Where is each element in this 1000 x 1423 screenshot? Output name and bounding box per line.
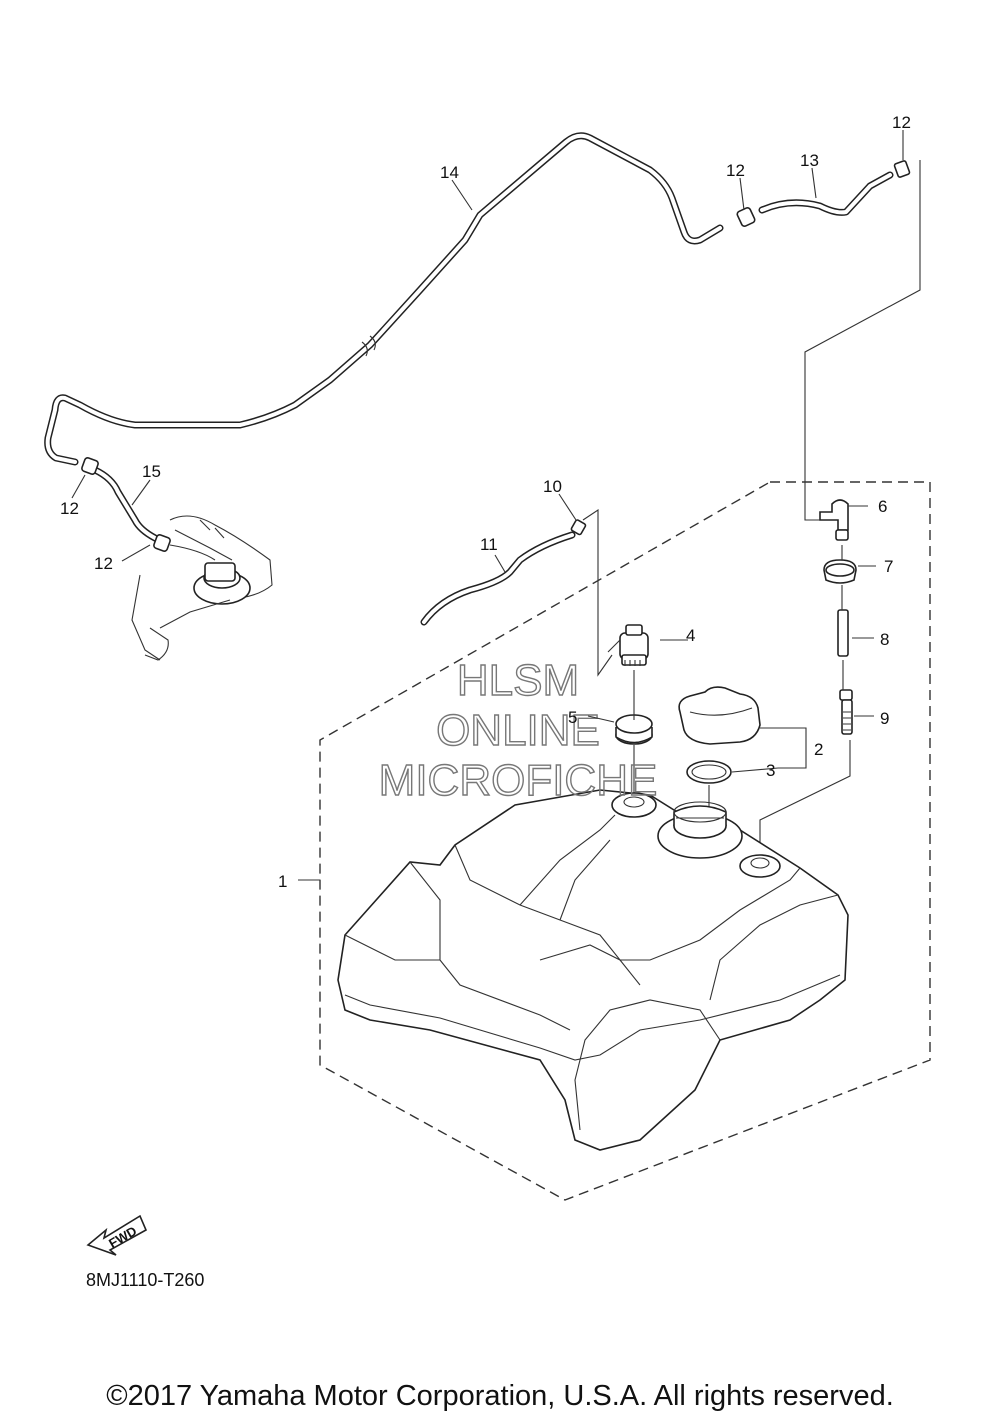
watermark: HLSM ONLINE MICROFICHE: [378, 655, 658, 805]
callout-4: 4: [686, 626, 695, 645]
gasket-3: [686, 760, 732, 784]
drawing-code: 8MJ1110-T260: [86, 1270, 205, 1290]
callout-12-left-upper: 12: [60, 499, 79, 518]
callout-12-top-right: 12: [892, 113, 911, 132]
fwd-arrow-icon: FWD: [86, 1214, 148, 1256]
callout-12-center: 12: [726, 161, 745, 180]
grommet-7: [823, 559, 857, 584]
watermark-line3: MICROFICHE: [379, 756, 658, 805]
vent-hose-13: [758, 171, 894, 216]
callout-7: 7: [884, 557, 893, 576]
callout-5: 5: [568, 708, 577, 727]
watermark-line1: HLSM: [457, 656, 579, 705]
callout-13: 13: [800, 151, 819, 170]
filter-9: [839, 689, 853, 735]
intake-fitting: [131, 515, 273, 661]
clamp-12-center: [736, 206, 756, 228]
callout-14: 14: [440, 163, 459, 182]
clamp-10: [570, 519, 587, 536]
assembly-lines: [582, 160, 921, 860]
vent-hose-14: [44, 132, 724, 466]
clamp-12-left-upper: [81, 457, 99, 475]
callout-3: 3: [766, 761, 775, 780]
callout-leaders: [71, 130, 904, 881]
assembly-boundary: [319, 481, 931, 1201]
callout-6: 6: [878, 497, 887, 516]
pipe-8: [837, 609, 849, 657]
callout-8: 8: [880, 630, 889, 649]
callout-10: 10: [543, 477, 562, 496]
callout-2: 2: [814, 740, 823, 759]
callout-12-left-lower: 12: [94, 554, 113, 573]
callout-11: 11: [480, 535, 498, 554]
clamp-12-top-right: [893, 160, 911, 178]
callout-1: 1: [278, 872, 287, 891]
callout-9: 9: [880, 709, 889, 728]
fuel-hose-11: [420, 531, 576, 626]
copyright-notice: ©2017 Yamaha Motor Corporation, U.S.A. A…: [106, 1380, 894, 1412]
fuel-tank-1: [337, 789, 849, 1151]
clamp-12-left-lower: [153, 534, 171, 552]
grommet-5: [615, 714, 653, 745]
callouts: 1 2 3 4 5 6 7 8 9 10 11 12 12 12 12 13 1…: [60, 113, 911, 891]
joint-6: [819, 499, 849, 541]
fuel-valve-4: [607, 624, 649, 666]
vent-hose-15: [91, 466, 159, 542]
fuel-cap-2: [678, 686, 761, 745]
watermark-line2: ONLINE: [436, 706, 600, 755]
callout-15: 15: [142, 462, 161, 481]
